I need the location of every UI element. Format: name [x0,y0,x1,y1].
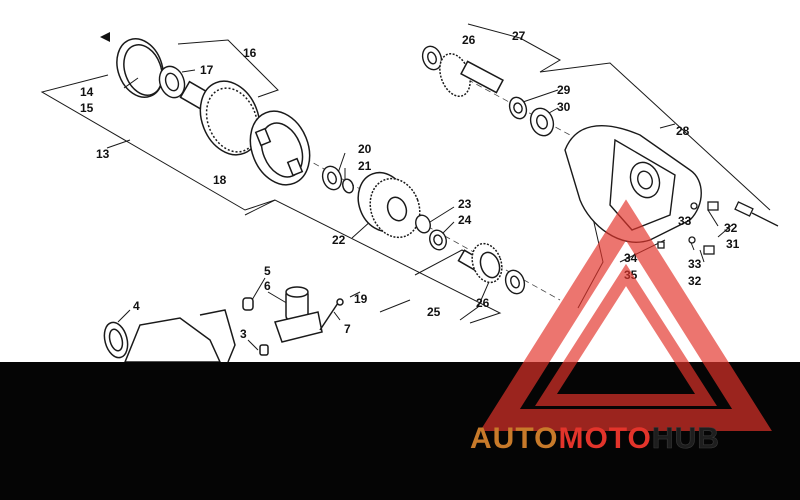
callout-3: 3 [240,327,247,341]
part-actuator-6 [242,286,344,356]
callout-24: 24 [458,213,472,227]
watermark-logo [480,199,772,431]
callout-13: 13 [96,147,110,161]
callout-23: 23 [458,197,472,211]
part-washers-23-24 [415,214,447,251]
callout-32-lower: 32 [688,274,702,288]
logo-triangle-inner [535,263,717,406]
callout-25: 25 [427,305,441,319]
part-gear-22 [357,171,421,239]
callout-15: 15 [80,101,94,115]
logo-text-moto: MOTO [558,422,651,455]
callout-26-upper: 26 [462,33,476,47]
logo-text-auto: AUTO [470,422,558,455]
callout-5: 5 [264,264,271,278]
callout-7: 7 [344,322,351,336]
direction-arrow-icon [100,32,110,42]
part-output-gear-25 [457,242,503,284]
part-fasteners-31-35 [657,201,779,255]
callout-6: 6 [264,279,271,293]
callout-22: 22 [332,233,346,247]
part-bearings-29-30 [508,96,555,137]
callout-33-upper: 33 [678,214,692,228]
callout-31: 31 [726,237,740,251]
part-housing-4 [103,309,236,363]
part-ring-gear-16 [179,80,261,156]
logo-triangle-outer [480,199,772,431]
part-bearing-17 [158,65,186,99]
callout-labels: 14 15 13 16 17 18 20 21 22 23 24 19 25 2… [80,29,740,341]
part-snap-ring-14 [116,38,164,98]
callout-33-lower: 33 [688,257,702,271]
callout-28: 28 [676,124,690,138]
callout-27: 27 [512,29,526,43]
part-input-shaft-27 [439,53,504,97]
callout-16: 16 [243,46,257,60]
callout-20: 20 [358,142,372,156]
part-carrier-18 [249,110,311,186]
callout-26-lower: 26 [476,296,490,310]
callout-34: 34 [624,251,638,265]
callout-30: 30 [557,100,571,114]
callout-17: 17 [200,63,214,77]
callout-14: 14 [80,85,94,99]
callout-4: 4 [133,299,140,313]
part-bearing-26-lower [504,269,526,295]
callout-32-upper: 32 [724,221,738,235]
callout-18: 18 [213,173,227,187]
logo-text-hub: HUB [652,422,720,455]
part-bearing-26-upper [421,45,443,71]
part-bearing-20-21 [321,165,354,194]
callout-29: 29 [557,83,571,97]
callout-21: 21 [358,159,372,173]
callout-19: 19 [354,292,368,306]
logo-text: AUTOMOTOHUB [470,422,720,455]
